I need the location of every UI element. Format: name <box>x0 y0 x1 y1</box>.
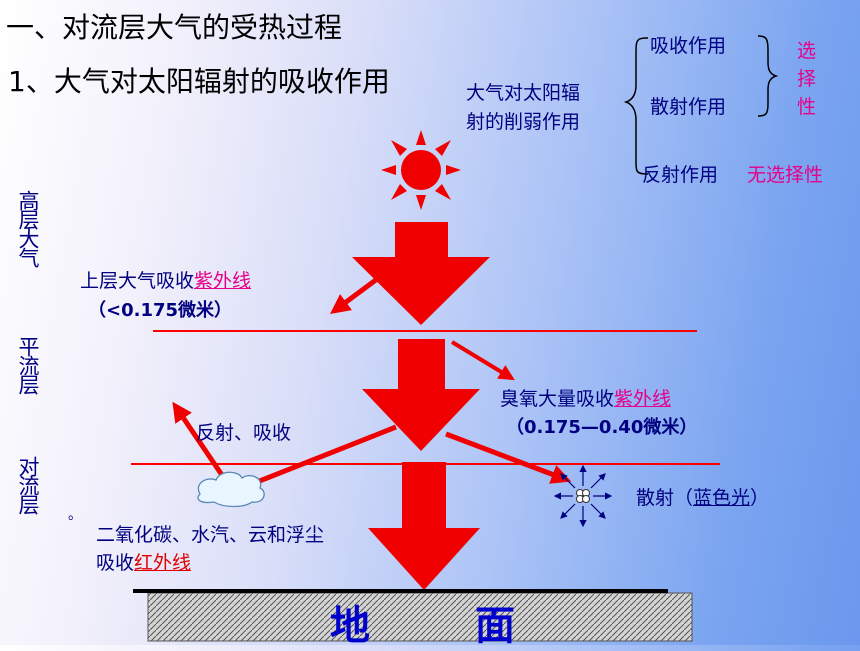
scatter-effect-label: 散射作用 <box>650 96 727 118</box>
reflect-effect-label: 反射作用 <box>642 164 719 186</box>
upper-absorb-label: 上层大气吸收紫外线 <box>80 270 252 292</box>
weakening-label-line1: 大气对太阳辐 <box>466 82 581 104</box>
ground-label-char1: 地 <box>330 602 370 649</box>
dot-mark: 。 <box>68 507 82 523</box>
ozone-absorb-label: 臭氧大量吸收紫外线 <box>500 388 672 410</box>
layer-troposphere: 对流层 <box>16 456 40 513</box>
cloud-arrow <box>232 424 397 494</box>
inner-brace <box>757 35 779 117</box>
selective-label: 选 择 性 <box>797 40 817 118</box>
layer-stratosphere: 平流层 <box>16 336 40 393</box>
ground-label-char2: 面 <box>475 602 515 649</box>
radiation-arrow-bottom <box>368 462 480 590</box>
ozone-range-label: （0.175—0.40微米） <box>506 417 698 438</box>
layer-upper-atmosphere: 高层大气 <box>16 190 40 266</box>
ozone-arrow <box>450 340 515 381</box>
scatter-arrow <box>445 431 572 484</box>
section-title: 一、对流层大气的受热过程 <box>6 11 343 44</box>
upper-absorb-arrow <box>329 265 394 314</box>
upper-range-label: （<0.175微米） <box>88 300 233 321</box>
ground-surface <box>147 592 693 642</box>
radiation-arrow-middle <box>362 339 480 451</box>
molecule-icon <box>553 464 613 528</box>
non-selective-label: 无选择性 <box>747 164 824 186</box>
reflect-arrow <box>172 401 231 486</box>
sun-icon <box>381 130 461 210</box>
cloud-icon <box>197 471 265 508</box>
co2-vapor-label: 二氧化碳、水汽、云和浮尘 <box>96 524 325 546</box>
weakening-label-line2: 射的削弱作用 <box>466 111 581 133</box>
subtitle: 1、大气对太阳辐射的吸收作用 <box>8 65 390 98</box>
radiation-arrow-top <box>352 222 490 325</box>
outer-brace <box>623 37 649 175</box>
infrared-absorb-label: 吸收红外线 <box>96 552 192 574</box>
absorb-effect-label: 吸收作用 <box>650 35 727 57</box>
reflect-absorb-label: 反射、吸收 <box>196 422 292 444</box>
scatter-blue-label: 散射（蓝色光） <box>636 487 770 509</box>
